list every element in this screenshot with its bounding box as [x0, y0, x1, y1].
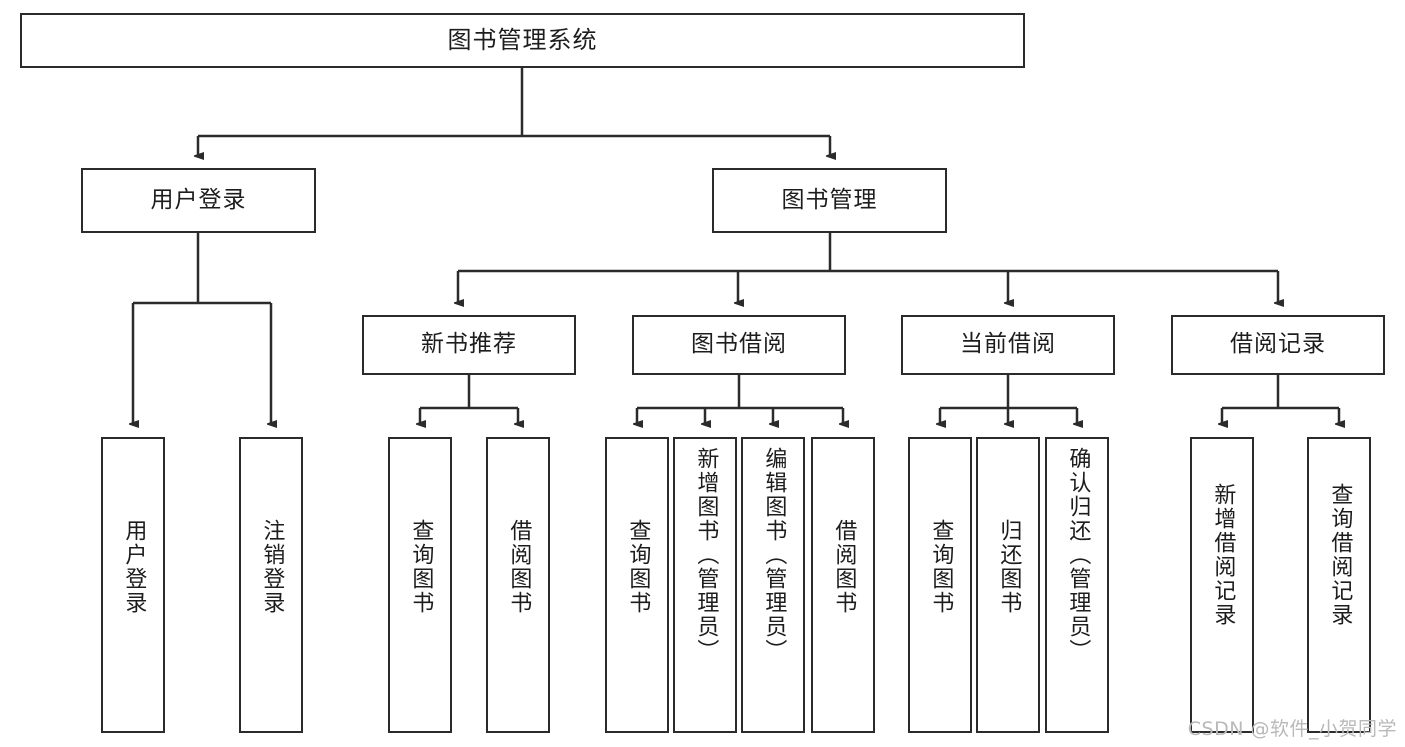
leaf-label: 新增借阅记录	[1210, 483, 1236, 627]
leaf-label: 查询图书	[408, 519, 434, 615]
leaf-label: 查询借阅记录	[1327, 483, 1353, 627]
leaf-borrow-record-add-record[interactable]: 新增借阅记录	[1190, 437, 1254, 733]
leaf-label: 用户登录	[121, 519, 147, 615]
leaf-book-borrow-borrow-book[interactable]: 借阅图书	[811, 437, 875, 733]
leaf-book-borrow-query-book[interactable]: 查询图书	[605, 437, 669, 733]
watermark-text: CSDN @软件_小贺同学	[1187, 718, 1397, 740]
leaf-label: 新增图书（管理员）	[693, 447, 719, 663]
leaf-label: 归还图书	[996, 519, 1022, 615]
leaf-label: 借阅图书	[831, 519, 857, 615]
leaf-current-borrow-query-book[interactable]: 查询图书	[908, 437, 972, 733]
node-borrow-record[interactable]: 借阅记录	[1171, 315, 1385, 375]
leaf-book-borrow-add-book-admin[interactable]: 新增图书（管理员）	[673, 437, 737, 733]
leaf-book-borrow-edit-book-admin[interactable]: 编辑图书（管理员）	[741, 437, 805, 733]
node-root-system[interactable]: 图书管理系统	[20, 13, 1025, 68]
node-book-management[interactable]: 图书管理	[712, 168, 947, 233]
node-new-book-recommend[interactable]: 新书推荐	[362, 315, 576, 375]
node-book-borrow[interactable]: 图书借阅	[632, 315, 846, 375]
leaf-label: 查询图书	[625, 519, 651, 615]
leaf-label: 编辑图书（管理员）	[761, 447, 787, 663]
node-user-login[interactable]: 用户登录	[81, 168, 316, 233]
node-current-borrow[interactable]: 当前借阅	[901, 315, 1115, 375]
leaf-user-login-logout[interactable]: 注销登录	[239, 437, 303, 733]
leaf-label: 确认归还（管理员）	[1065, 447, 1091, 663]
leaf-label: 查询图书	[928, 519, 954, 615]
leaf-current-borrow-return-book[interactable]: 归还图书	[976, 437, 1040, 733]
leaf-borrow-record-query-record[interactable]: 查询借阅记录	[1307, 437, 1371, 733]
leaf-label: 借阅图书	[506, 519, 532, 615]
leaf-label: 注销登录	[259, 519, 285, 615]
leaf-current-borrow-confirm-return-admin[interactable]: 确认归还（管理员）	[1045, 437, 1109, 733]
leaf-user-login-login[interactable]: 用户登录	[101, 437, 165, 733]
leaf-new-book-borrow-book[interactable]: 借阅图书	[486, 437, 550, 733]
leaf-new-book-query-book[interactable]: 查询图书	[388, 437, 452, 733]
